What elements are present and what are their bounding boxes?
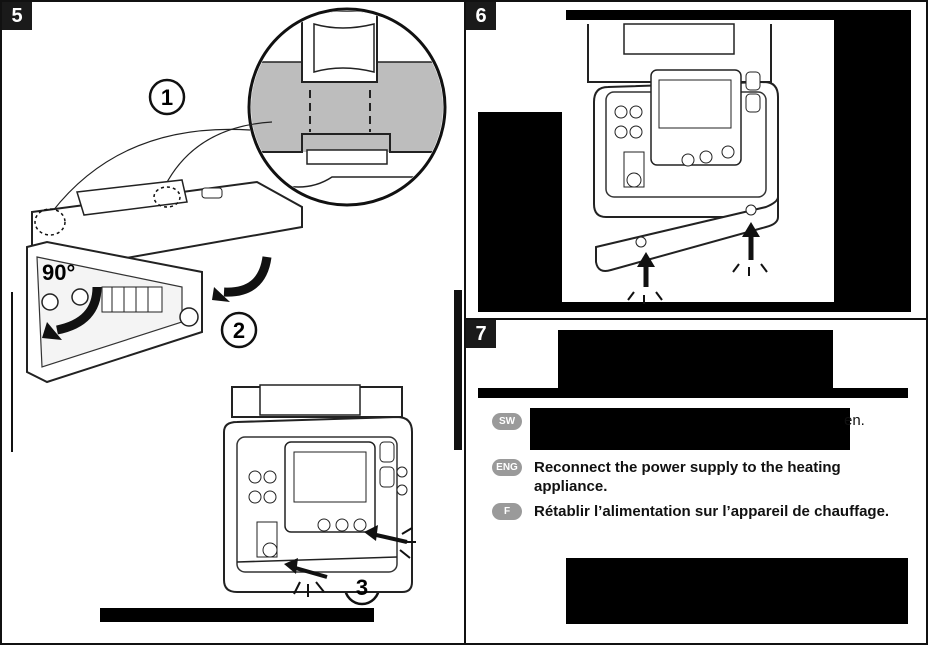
step-5-illustration: [11, 7, 447, 606]
redacted-block: [100, 608, 374, 622]
callout-1: [148, 78, 186, 116]
step-5-panel: 5: [0, 0, 466, 645]
instruction-text-sw: en.: [844, 412, 865, 429]
instruction-text-f: Rétablir l’alimentation sur l’appareil d…: [534, 503, 890, 520]
language-pill: F: [492, 503, 522, 520]
callout-2: [220, 311, 258, 349]
step-number-badge: 7: [466, 320, 496, 348]
step-7-panel: 7 SW en. ENG Reconnect the power supply …: [464, 318, 928, 645]
callout-2-label: 2: [232, 318, 246, 343]
step-number-badge: 6: [466, 2, 496, 30]
callout-1-label: 1: [160, 85, 174, 110]
callout-3-label: 3: [355, 575, 369, 600]
instruction-sw: SW: [492, 412, 522, 430]
step-6-panel: 6: [464, 0, 928, 320]
redacted-block: [478, 112, 562, 310]
language-pill: SW: [492, 413, 522, 430]
step-number-badge: 5: [2, 2, 32, 30]
separator-mark: [454, 290, 462, 450]
redacted-block: [478, 302, 911, 312]
step-6-illustration: [587, 23, 779, 304]
instruction-f: F Rétablir l’alimentation sur l’appareil…: [492, 502, 922, 521]
language-pill: ENG: [492, 459, 522, 476]
instruction-text-eng: Reconnect the power supply to the heatin…: [534, 459, 841, 495]
angle-label: 90°: [42, 260, 76, 285]
redacted-block: [530, 408, 850, 450]
instruction-eng: ENG Reconnect the power supply to the he…: [492, 458, 892, 496]
redacted-block: [558, 330, 833, 390]
redacted-block: [478, 388, 908, 398]
redacted-block: [834, 10, 911, 312]
redacted-block: [566, 10, 911, 20]
redacted-block: [566, 558, 908, 624]
